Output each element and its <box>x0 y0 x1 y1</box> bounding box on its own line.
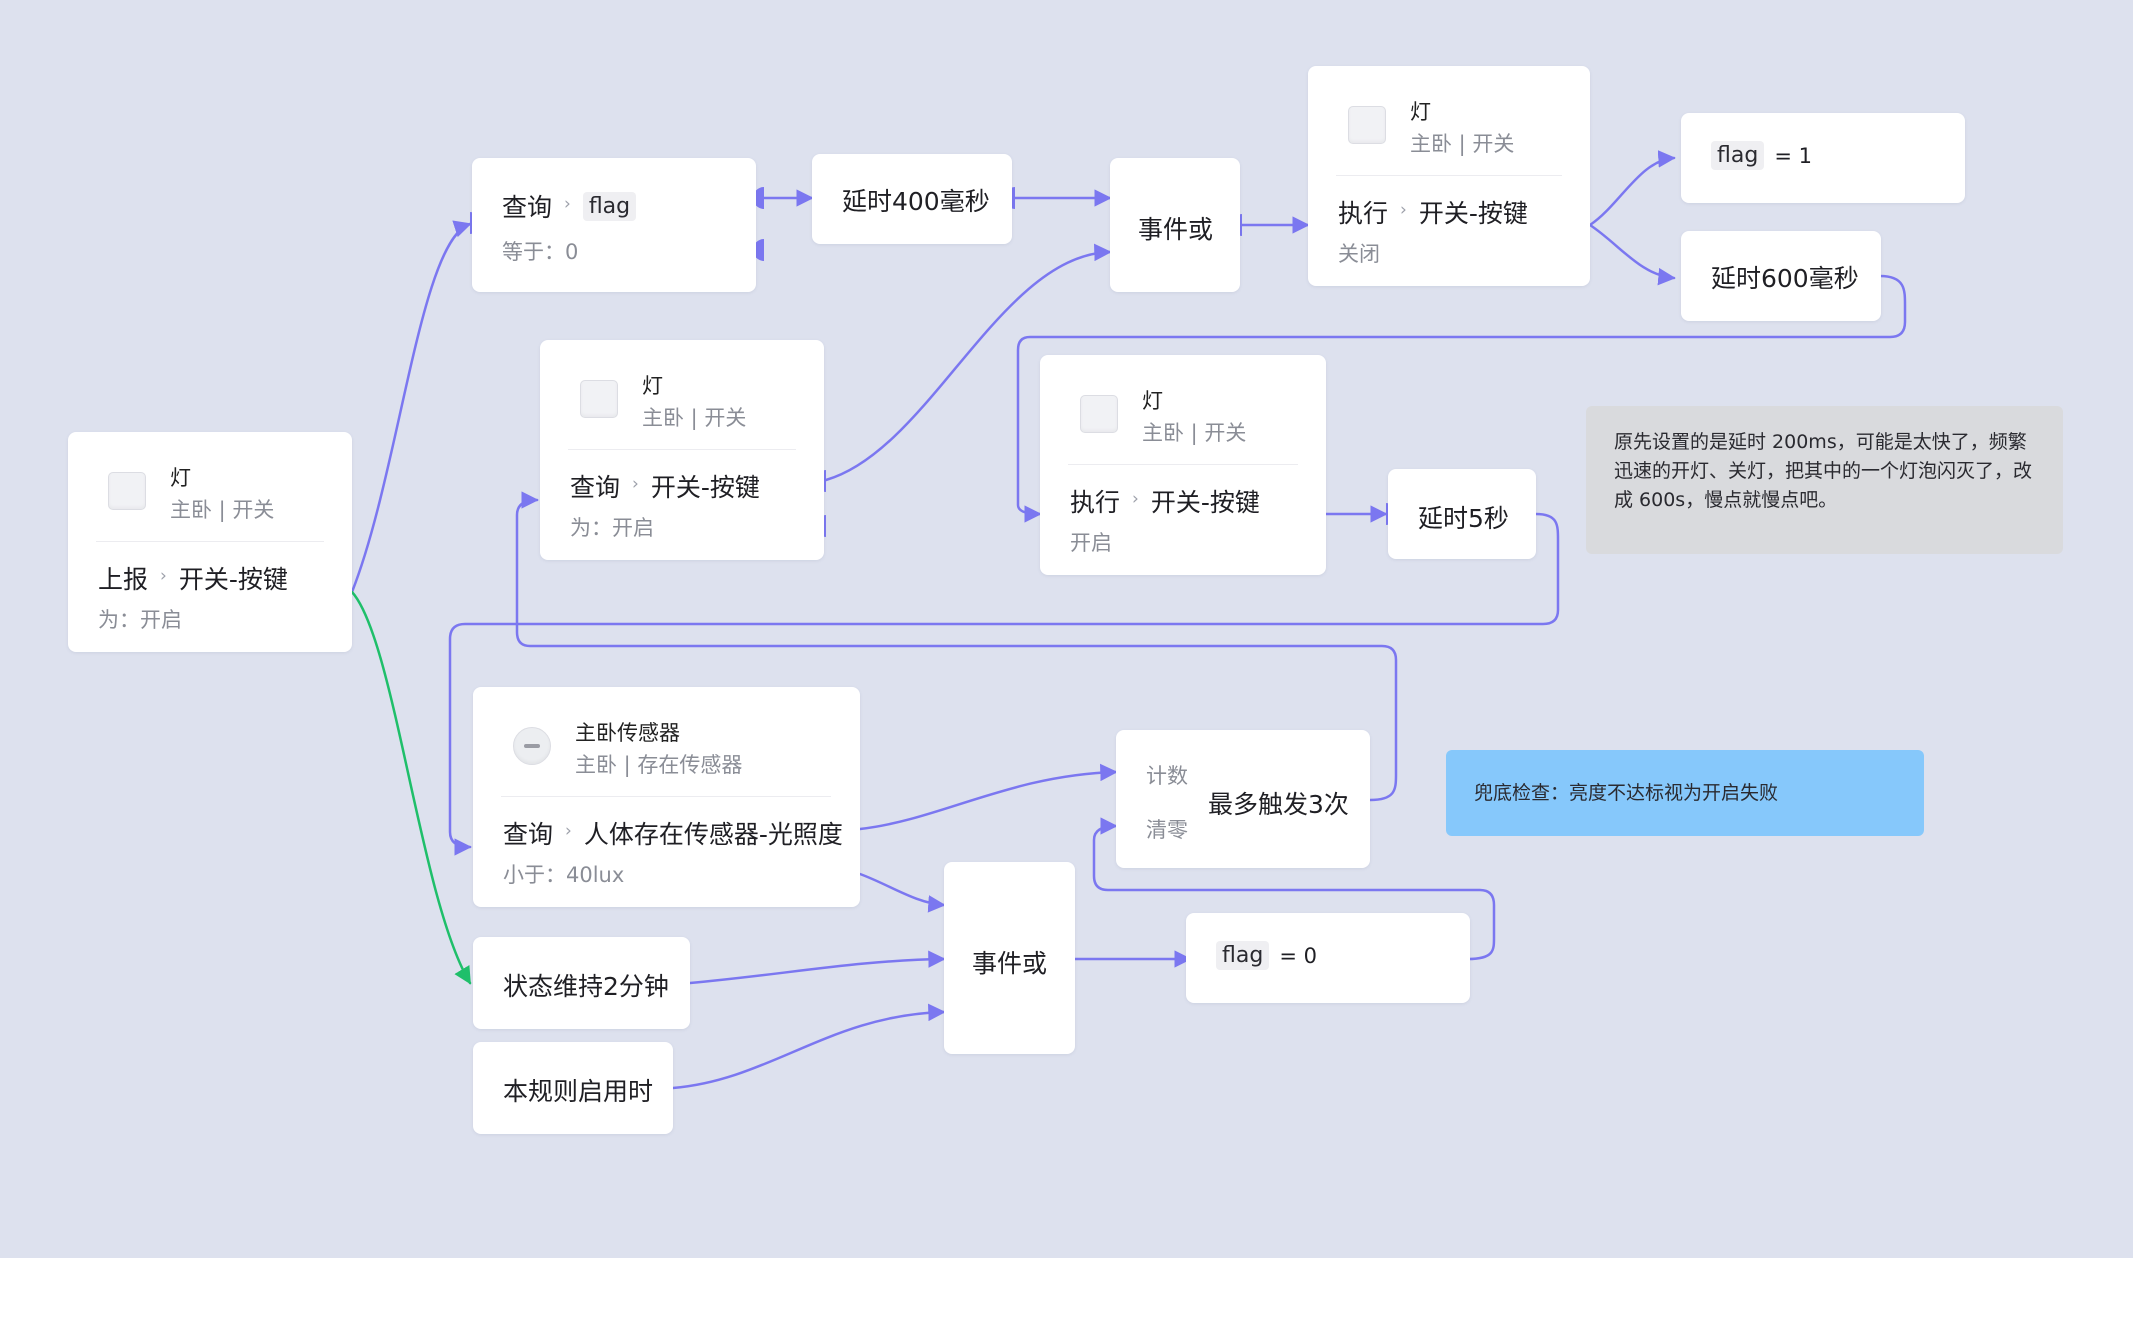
hold-2min-node[interactable]: 状态维持2分钟 <box>473 937 690 1029</box>
node-label: 本规则启用时 <box>503 1077 654 1106</box>
note-text: 原先设置的是延时 200ms，可能是太快了，频繁迅速的开灯、关灯，把其中的一个灯… <box>1614 431 2033 511</box>
condition-label: 等于：0 <box>502 240 579 264</box>
reset-input-label: 清零 <box>1146 818 1188 842</box>
node-label: 延时400毫秒 <box>842 187 990 216</box>
device-room: 主卧 | 开关 <box>170 498 275 522</box>
condition-label: 小于：40lux <box>503 863 625 887</box>
condition-label: 关闭 <box>1338 242 1380 266</box>
sensor-query-node[interactable]: 主卧传感器 主卧 | 存在传感器 查询 › 人体存在传感器-光照度 小于：40l… <box>473 687 860 907</box>
chevron-right-icon: › <box>1400 200 1407 220</box>
node-title: 上报 › 开关-按键 <box>98 560 288 596</box>
event-or-node-bottom[interactable]: 事件或 <box>944 862 1075 1054</box>
chevron-right-icon: › <box>632 474 639 494</box>
condition-label: 为：开启 <box>570 516 654 540</box>
rule-enabled-node[interactable]: 本规则启用时 <box>473 1042 673 1134</box>
delay-5s-node[interactable]: 延时5秒 <box>1388 469 1536 559</box>
property-label: 开关-按键 <box>1418 199 1528 228</box>
device-room: 主卧 | 开关 <box>642 406 747 430</box>
device-name: 灯 <box>170 466 191 490</box>
comment-note-gray[interactable]: 原先设置的是延时 200ms，可能是太快了，频繁迅速的开灯、关灯，把其中的一个灯… <box>1586 406 2063 554</box>
device-name: 主卧传感器 <box>575 721 680 745</box>
property-label: 开关-按键 <box>1150 488 1260 517</box>
light-switch-icon <box>1080 395 1118 433</box>
flow-canvas[interactable]: 灯 主卧 | 开关 上报 › 开关-按键 为：开启 查询 › flag 等于：0… <box>0 0 2133 1258</box>
wire-query-light-to-or <box>824 243 1112 482</box>
delay-600ms-node[interactable]: 延时600毫秒 <box>1681 231 1881 321</box>
set-flag-1-node[interactable]: flag = 1 <box>1681 113 1965 203</box>
light-switch-icon <box>580 380 618 418</box>
device-name: 灯 <box>1142 389 1163 413</box>
device-room: 主卧 | 开关 <box>1410 132 1515 156</box>
chevron-right-icon: › <box>1132 489 1139 509</box>
wire-sensor-to-counter <box>858 763 1118 831</box>
node-label: 最多触发3次 <box>1208 790 1349 819</box>
wire-exec-off-to-flag1 <box>1588 150 1676 227</box>
node-title: flag = 0 <box>1216 941 1317 970</box>
action-label: 查询 <box>503 820 554 849</box>
variable-chip: flag <box>1216 941 1270 970</box>
assign-value: = 0 <box>1279 943 1317 968</box>
node-label: 延时600毫秒 <box>1711 264 1859 293</box>
wire-sensor-to-or-bottom <box>858 872 946 913</box>
exec-light-off-node[interactable]: 灯 主卧 | 开关 执行 › 开关-按键 关闭 <box>1308 66 1590 286</box>
exec-light-on-node[interactable]: 灯 主卧 | 开关 执行 › 开关-按键 开启 <box>1040 355 1326 575</box>
variable-chip: flag <box>582 191 637 221</box>
device-name: 灯 <box>642 374 663 398</box>
report-light-node[interactable]: 灯 主卧 | 开关 上报 › 开关-按键 为：开启 <box>68 432 352 652</box>
action-label: 执行 <box>1338 199 1389 228</box>
action-label: 上报 <box>98 565 149 594</box>
variable-chip: flag <box>1711 141 1765 170</box>
query-light-node[interactable]: 灯 主卧 | 开关 查询 › 开关-按键 为：开启 <box>540 340 824 560</box>
condition-label: 为：开启 <box>98 608 182 632</box>
node-title: 查询 › 开关-按键 <box>570 468 760 504</box>
node-title: 查询 › 人体存在传感器-光照度 <box>503 815 843 851</box>
light-switch-icon <box>108 472 146 510</box>
wire-report-to-hold <box>350 590 472 985</box>
device-room: 主卧 | 开关 <box>1142 421 1247 445</box>
action-label: 查询 <box>502 193 553 222</box>
device-name: 灯 <box>1410 100 1431 124</box>
comment-note-blue[interactable]: 兜底检查：亮度不达标视为开启失败 <box>1446 750 1924 836</box>
query-flag-node[interactable]: 查询 › flag 等于：0 <box>472 158 756 292</box>
wire-delay5s-to-sensor <box>448 512 1560 856</box>
wire-rule-to-or-bottom <box>671 1003 946 1090</box>
device-room: 主卧 | 存在传感器 <box>575 753 743 777</box>
property-label: 人体存在传感器-光照度 <box>583 820 843 849</box>
presence-sensor-icon <box>513 727 551 765</box>
trigger-counter-node[interactable]: 计数 清零 最多触发3次 <box>1116 730 1370 868</box>
node-title: flag = 1 <box>1711 141 1812 170</box>
assign-value: = 1 <box>1774 143 1812 168</box>
chevron-right-icon: › <box>565 821 572 841</box>
count-input-label: 计数 <box>1146 764 1188 788</box>
property-label: 开关-按键 <box>650 473 760 502</box>
chevron-right-icon: › <box>564 194 571 214</box>
wire-delay600-to-exec-on <box>1016 274 1907 523</box>
node-title: 执行 › 开关-按键 <box>1338 194 1528 230</box>
delay-400ms-node[interactable]: 延时400毫秒 <box>812 154 1012 244</box>
wire-counter-to-query-light <box>515 491 1398 802</box>
light-switch-icon <box>1348 106 1386 144</box>
action-label: 执行 <box>1070 488 1121 517</box>
action-label: 查询 <box>570 473 621 502</box>
node-title: 执行 › 开关-按键 <box>1070 483 1260 519</box>
node-label: 状态维持2分钟 <box>503 972 669 1001</box>
property-label: 开关-按键 <box>178 565 288 594</box>
wire-exec-off-to-delay600 <box>1588 223 1676 286</box>
wire-flag0-to-counter-reset <box>1092 817 1496 961</box>
node-label: 延时5秒 <box>1418 504 1509 533</box>
node-title: 查询 › flag <box>502 188 637 224</box>
condition-label: 开启 <box>1070 531 1112 555</box>
note-text: 兜底检查：亮度不达标视为开启失败 <box>1474 782 1779 804</box>
node-label: 事件或 <box>972 949 1048 978</box>
set-flag-0-node[interactable]: flag = 0 <box>1186 913 1470 1003</box>
chevron-right-icon: › <box>160 566 167 586</box>
wire-report-to-query-flag <box>350 220 472 594</box>
event-or-node-top[interactable]: 事件或 <box>1110 158 1240 292</box>
wire-hold-to-or-bottom <box>688 950 946 985</box>
node-label: 事件或 <box>1138 215 1214 244</box>
